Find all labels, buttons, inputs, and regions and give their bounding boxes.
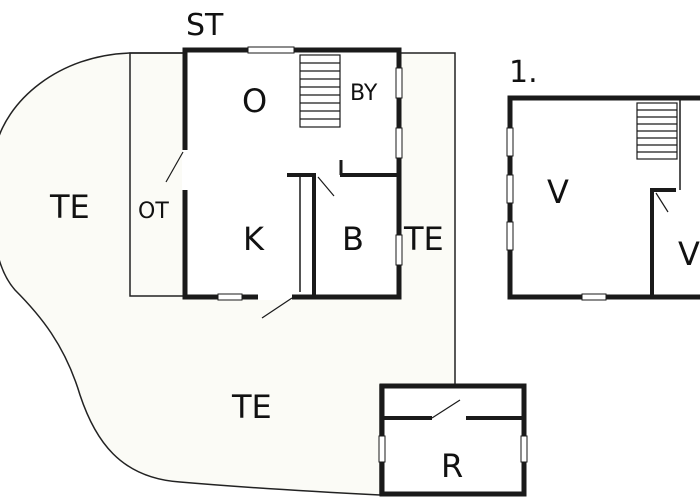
terrace-label-east: TE <box>403 220 444 258</box>
window-east-upper <box>395 67 403 99</box>
room-label-ot: OT <box>138 199 169 224</box>
first-floor-door-swing <box>655 192 669 213</box>
window-east-lower <box>395 234 403 266</box>
room-label-r: R <box>441 447 463 485</box>
room-label-v-right: V <box>678 235 700 273</box>
stairs-first-floor <box>636 102 678 160</box>
first-floor-window-south <box>581 293 607 301</box>
room-label-by: BY <box>350 81 378 106</box>
shed-window-west <box>378 435 386 463</box>
ground-floor-outer-walls <box>182 47 402 300</box>
room-label-o: O <box>242 82 267 120</box>
terrace-label-south: TE <box>231 388 272 426</box>
shed: R <box>378 383 528 497</box>
door-west-swing <box>165 151 184 183</box>
first-floor-interior <box>510 98 700 297</box>
room-label-b: B <box>342 220 364 258</box>
floor-heading-first: 1. <box>509 55 538 90</box>
door-west-opening <box>182 150 188 190</box>
window-north <box>247 46 295 54</box>
door-south-opening <box>258 294 292 300</box>
first-floor: 1. V V <box>506 55 700 301</box>
first-floor-window-west-lower <box>506 221 514 251</box>
first-floor-window-west-upper <box>506 127 514 157</box>
window-east-middle <box>395 127 403 159</box>
room-label-k: K <box>243 220 265 258</box>
shed-window-east <box>520 435 528 463</box>
stairs-ground <box>299 54 341 128</box>
shed-door-swing <box>431 399 461 419</box>
ground-floor: ST O BY OT K B <box>138 8 403 319</box>
room-label-v-left: V <box>547 173 569 211</box>
floor-heading-ground: ST <box>186 8 224 43</box>
door-bath-swing <box>317 176 335 197</box>
window-south <box>217 293 243 301</box>
door-south-swing <box>261 297 293 319</box>
first-floor-window-west-middle <box>506 174 514 204</box>
terrace-label-west: TE <box>49 188 90 226</box>
